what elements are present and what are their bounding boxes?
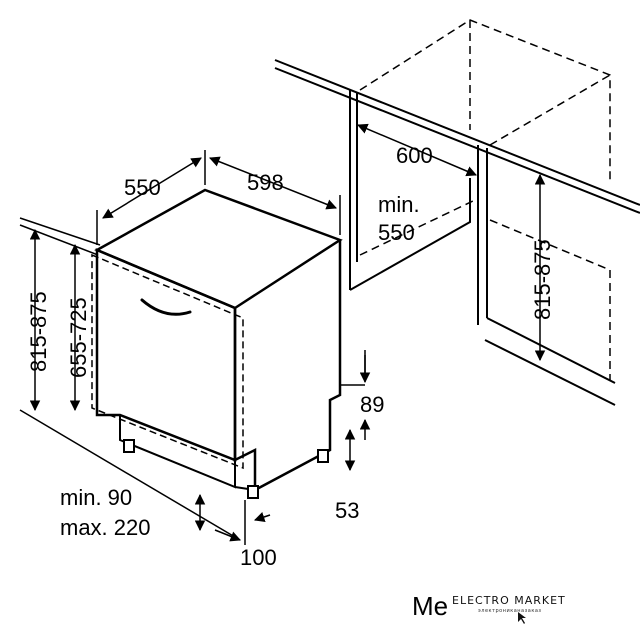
dimension-lines — [29, 123, 546, 545]
dim-niche-depth-prefix: min. — [378, 192, 420, 217]
dim-total-height-label: 815-875 — [26, 291, 51, 372]
cursor-icon — [518, 612, 526, 624]
dim-width-label: 598 — [247, 170, 284, 195]
watermark-brand: ELECTRO MARKET — [452, 594, 566, 607]
partial-text: Me — [412, 591, 448, 621]
dim-foot-offset-label: 53 — [335, 498, 359, 523]
dim-depth-label: 550 — [124, 175, 161, 200]
dim-plinth-height-label: 89 — [360, 392, 384, 417]
dim-niche-width-label: 600 — [396, 143, 433, 168]
dim-niche-height-label: 815-875 — [530, 239, 555, 320]
dim-front-height-label: 655-725 — [66, 297, 91, 378]
electro-market-watermark: ELECTRO MARKET электрониканазаказ — [448, 592, 598, 624]
dim-niche-depth-value: 550 — [378, 220, 415, 245]
watermark-tagline: электрониканазаказ — [478, 608, 542, 614]
dim-plinth-max-label: max. 220 — [60, 515, 151, 540]
dishwasher-body — [91, 188, 343, 499]
dim-plinth-min-label: min. 90 — [60, 485, 132, 510]
dim-plinth-depth-label: 100 — [240, 545, 277, 570]
cabinet-niche — [274, 19, 640, 406]
